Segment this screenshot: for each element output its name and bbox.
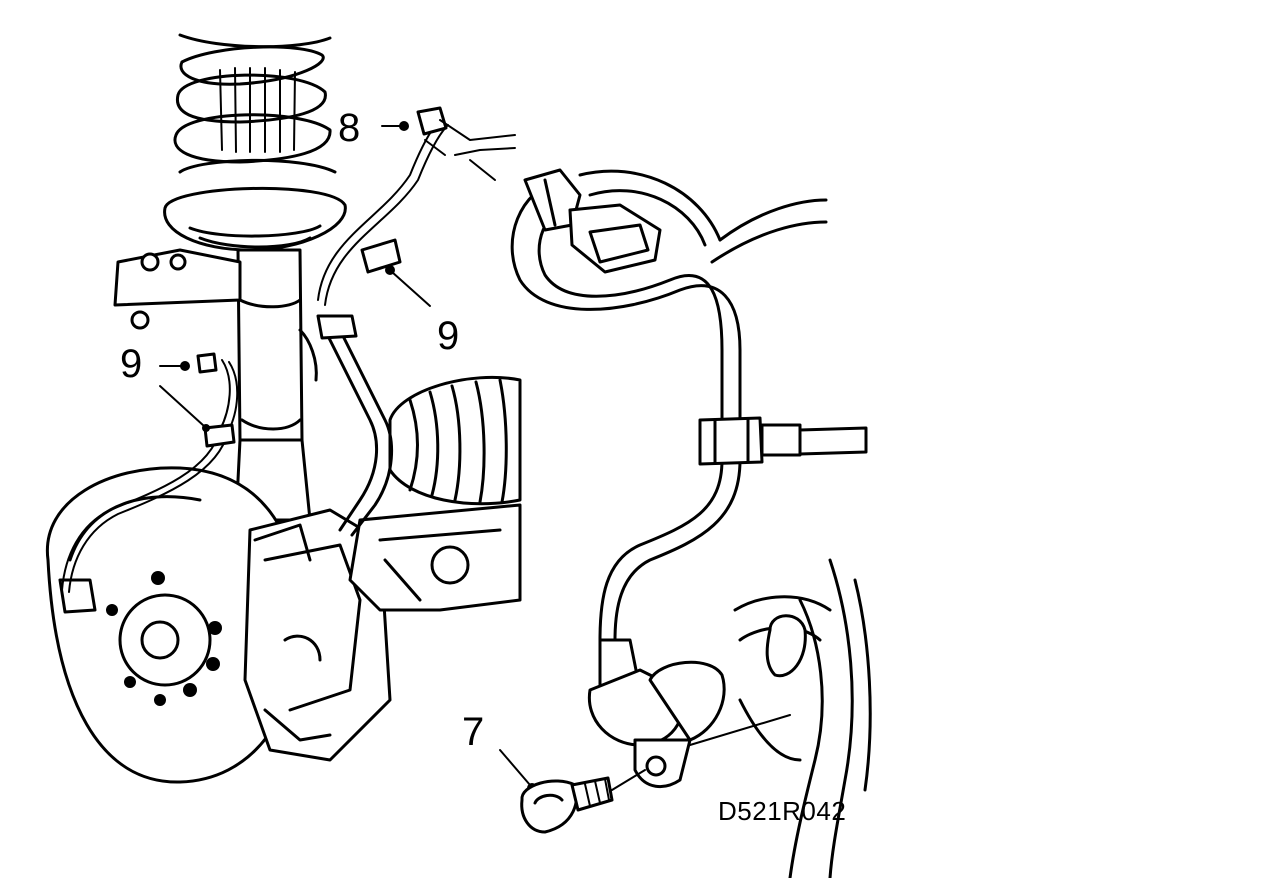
leader-lines xyxy=(159,121,537,793)
coil-spring xyxy=(173,33,337,174)
connector-grommet-mid xyxy=(698,416,868,466)
abs-sensor-wire-left xyxy=(61,106,449,593)
upper-body-lines xyxy=(439,119,516,181)
callout-9-upper: 9 xyxy=(437,314,460,358)
strut-body xyxy=(234,248,318,522)
sensor-head xyxy=(587,638,791,789)
spring-seat xyxy=(163,186,347,252)
upper-mount-bracket xyxy=(113,248,242,330)
brake-disc xyxy=(45,466,302,784)
knuckle-housing xyxy=(733,558,872,878)
callout-7: 7 xyxy=(462,710,485,754)
callout-9-left: 9 xyxy=(120,342,143,386)
sensor-bolt xyxy=(520,769,646,834)
steering-rack-boot xyxy=(388,375,522,506)
brake-hose xyxy=(316,314,394,537)
lower-control-arm xyxy=(348,503,522,612)
abs-sensor-cable xyxy=(510,169,828,642)
drawing-code: D521R042 xyxy=(718,796,847,826)
callout-8: 8 xyxy=(338,106,361,150)
cable-clip xyxy=(568,203,662,274)
